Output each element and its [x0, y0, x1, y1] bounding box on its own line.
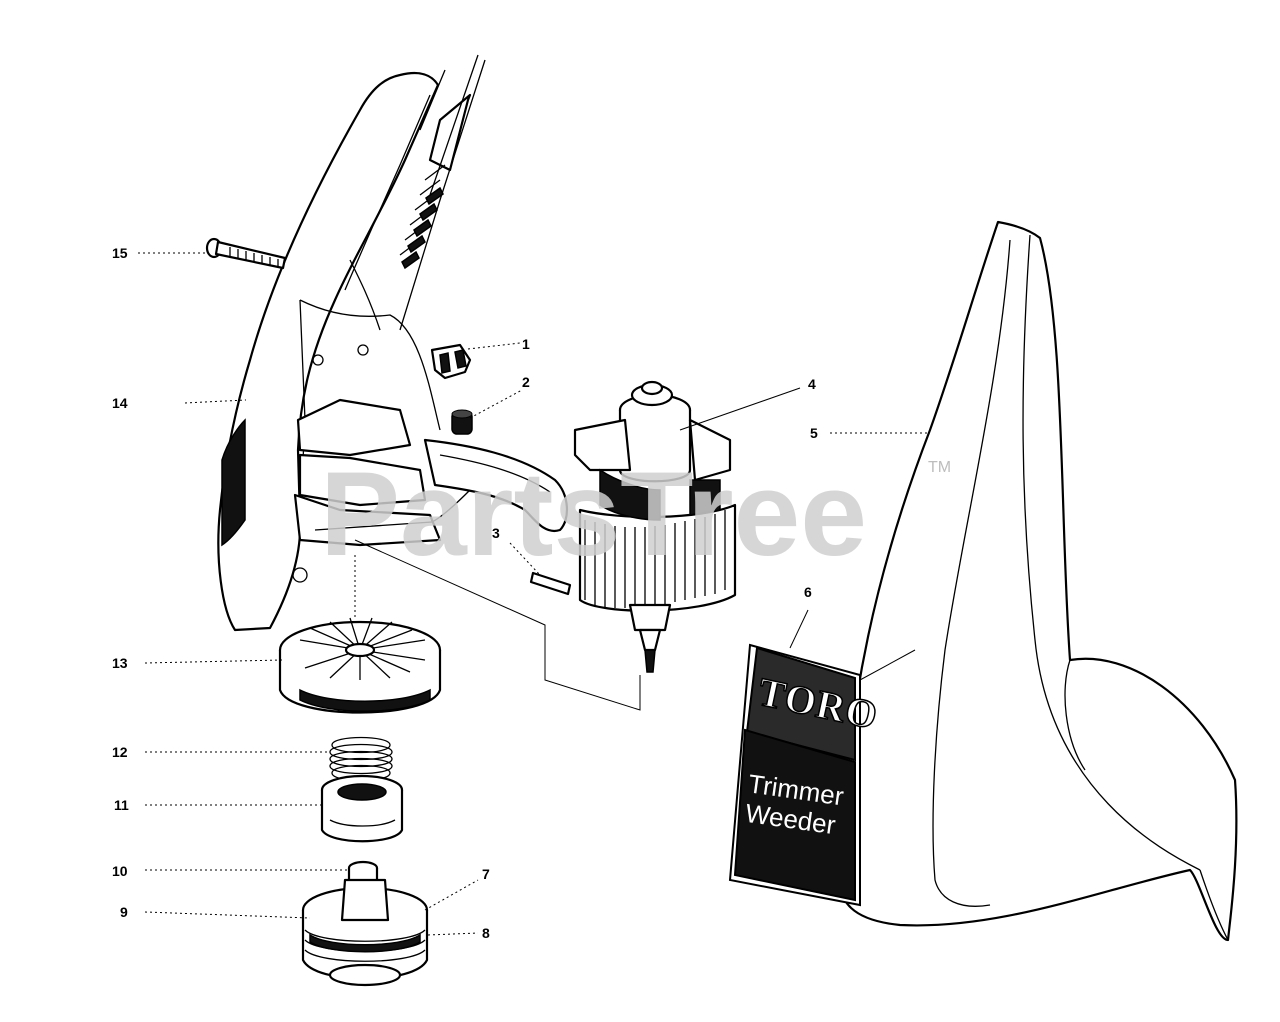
fan-part-13 — [278, 617, 442, 714]
housing-half-part-14 — [217, 54, 568, 632]
callout-4: 4 — [808, 376, 816, 392]
callout-10: 10 — [112, 863, 128, 879]
cover-part-5 — [838, 220, 1238, 942]
callout-3: 3 — [492, 525, 500, 541]
watermark-text: PartsTree — [320, 447, 867, 581]
callout-1: 1 — [522, 336, 530, 352]
screw-part-15 — [205, 237, 287, 270]
callout-labels: 15 14 13 12 11 10 9 8 7 1 2 3 4 5 6 — [112, 245, 818, 941]
pin-part-3 — [529, 571, 572, 596]
spool-parts-7-10 — [301, 860, 429, 987]
callout-15: 15 — [112, 245, 128, 261]
callout-6: 6 — [804, 584, 812, 600]
watermark-tm-text: TM — [928, 459, 951, 476]
callout-11: 11 — [114, 797, 129, 813]
callout-14: 14 — [112, 395, 128, 411]
callout-5: 5 — [810, 425, 818, 441]
switch-part-1 — [430, 343, 472, 380]
spool-housing-part-11 — [320, 774, 404, 843]
callout-9: 9 — [120, 904, 128, 920]
callout-2: 2 — [522, 374, 530, 390]
callout-7: 7 — [482, 866, 490, 882]
callout-13: 13 — [112, 655, 128, 671]
callout-12: 12 — [112, 744, 128, 760]
callout-8: 8 — [482, 925, 490, 941]
leader-lines — [138, 252, 930, 936]
decal-part-6: TORO Trimmer Weeder — [728, 643, 883, 907]
spring-part-12 — [329, 736, 393, 782]
bushing-part-2 — [451, 409, 473, 435]
motor-part-4 — [573, 380, 737, 673]
